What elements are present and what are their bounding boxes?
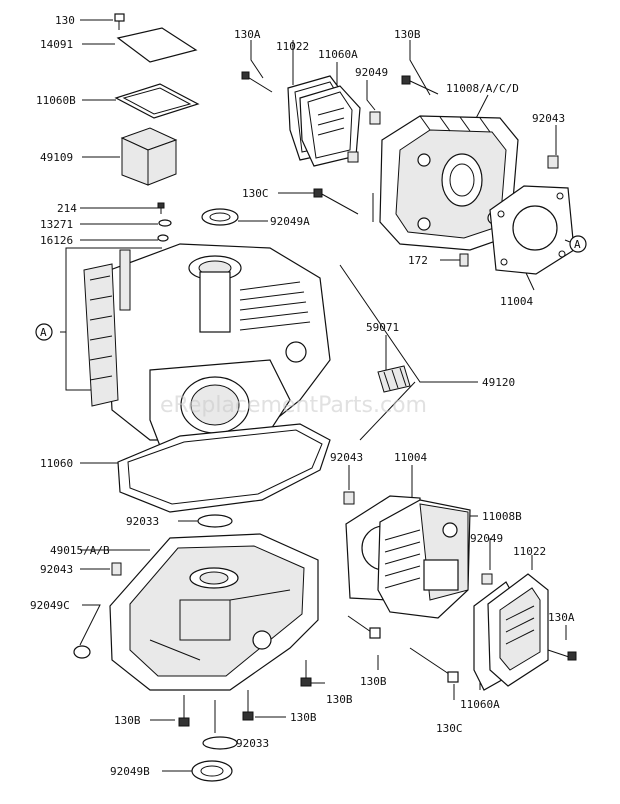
gasket-11060b (114, 83, 200, 119)
gasket-11060a-top (299, 85, 361, 167)
label-130b-mid: 130B (326, 693, 353, 706)
ref-marker-a-left (35, 323, 53, 341)
bolt-130c-top (313, 188, 359, 215)
label-14091: 14091 (40, 38, 73, 51)
label-49120: 49120 (482, 376, 515, 389)
label-130b-center: 130B (290, 711, 317, 724)
bolt-130b-pan-center (242, 690, 254, 721)
label-92043-top: 92043 (532, 112, 565, 125)
label-172: 172 (408, 254, 428, 267)
breather-59071 (377, 365, 411, 393)
label-92049a: 92049A (270, 215, 310, 228)
label-13271: 13271 (40, 218, 73, 231)
dowel-92049-mid (481, 573, 493, 585)
label-59071: 59071 (366, 321, 399, 334)
label-49109: 49109 (40, 151, 73, 164)
bolt-130b-pan-right (300, 660, 312, 687)
label-130a-mid: 130A (548, 611, 575, 624)
oil-seal-92049b (191, 760, 233, 782)
label-214: 214 (57, 202, 77, 215)
label-11060: 11060 (40, 457, 73, 470)
bolt-130 (114, 13, 125, 30)
label-130b-top: 130B (394, 28, 421, 41)
bolt-130a-top (241, 71, 273, 93)
label-11008b: 11008B (482, 510, 522, 523)
label-92049-mid: 92049 (470, 532, 503, 545)
label-92033-bottom: 92033 (236, 737, 269, 750)
seal-92049c (73, 645, 91, 659)
clip-13271 (158, 219, 172, 227)
cylinder-head-11008b (377, 499, 471, 619)
label-92049b: 92049B (110, 765, 150, 778)
label-130a-top: 130A (234, 28, 261, 41)
label-92043-left: 92043 (40, 563, 73, 576)
screw-214 (157, 202, 165, 214)
label-130c-mid: 130C (436, 722, 463, 735)
dowel-92049-top (369, 111, 381, 125)
label-92043-mid: 92043 (330, 451, 363, 464)
dowel-92043-mid (343, 491, 355, 505)
ref-marker-a-right (564, 235, 587, 253)
dowel-92049-top-b (347, 151, 359, 163)
label-11008: 11008/A/C/D (446, 82, 519, 95)
part-labels: 130 14091 11060B 49109 214 13271 16126 9… (30, 14, 581, 778)
label-49015: 49015/A/B (50, 544, 110, 557)
bolt-130a-mid (547, 649, 577, 661)
label-92049c: 92049C (30, 599, 70, 612)
label-130c-top: 130C (242, 187, 269, 200)
gasket-11060b-inner (122, 87, 192, 115)
base-gasket-11060 (117, 423, 331, 513)
cylinder-head-11008-top (379, 115, 519, 251)
label-11022-top: 11022 (276, 40, 309, 53)
label-130b-right: 130B (360, 675, 387, 688)
bolt-130b-mid (347, 615, 381, 639)
pin-172 (459, 253, 469, 267)
seal-ring-92049a (201, 208, 239, 226)
label-92033-top: 92033 (126, 515, 159, 528)
o-ring-92033-top (197, 514, 233, 528)
label-130b-left: 130B (114, 714, 141, 727)
oil-pan-49015 (109, 533, 319, 691)
label-92049-top: 92049 (355, 66, 388, 79)
bolt-130c-mid (409, 647, 459, 683)
dowel-92043-top (547, 155, 559, 169)
label-11004-top: 11004 (500, 295, 533, 308)
label-11004-mid: 11004 (394, 451, 427, 464)
rocker-cover-11022-mid (487, 573, 549, 687)
cover-plate-14091 (116, 27, 198, 63)
label-11060b: 11060B (36, 94, 76, 107)
bolt-130b-pan-left (178, 695, 190, 727)
watermark: eReplacementParts.com (160, 393, 427, 418)
crankcase-49120 (83, 243, 331, 447)
dowel-92043-left (111, 562, 122, 576)
bolt-130b-top (401, 75, 439, 95)
o-ring-92033-bottom (202, 736, 238, 750)
clip-16126 (157, 234, 169, 242)
label-11022-mid: 11022 (513, 545, 546, 558)
label-11060a-mid: 11060A (460, 698, 500, 711)
label-16126: 16126 (40, 234, 73, 247)
label-a-right: A (574, 238, 581, 251)
label-a-left: A (40, 326, 47, 339)
head-gasket-11004-top (489, 185, 575, 275)
filter-element-49109 (120, 127, 178, 186)
label-130: 130 (55, 14, 75, 27)
label-11060a-top: 11060A (318, 48, 358, 61)
